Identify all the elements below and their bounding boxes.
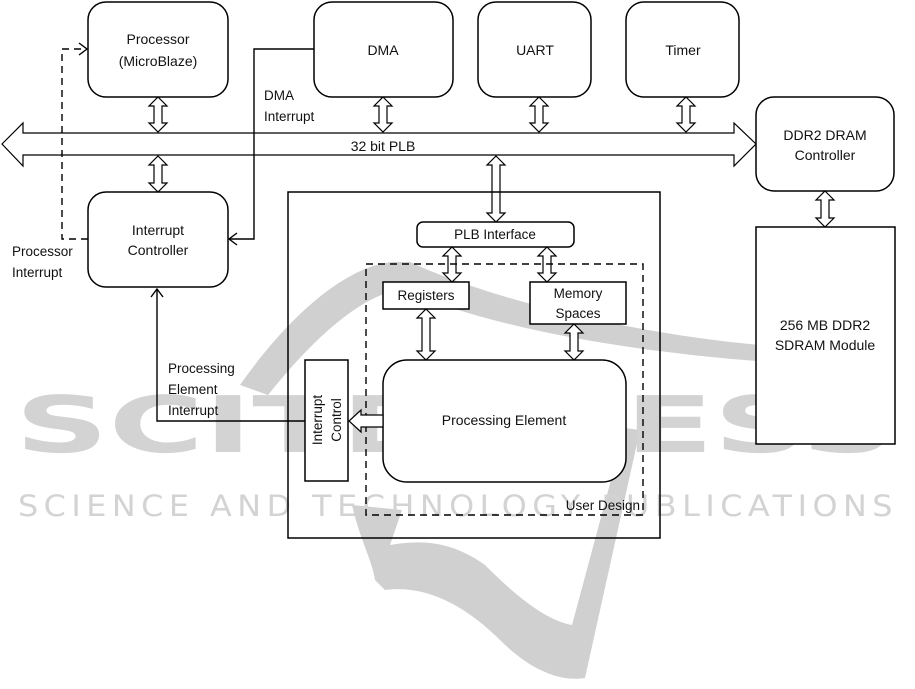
- registers-to-pe-connector: [415, 308, 437, 361]
- dma-interrupt-signal: DMA Interrupt: [227, 48, 315, 246]
- processor-interrupt-wire: [61, 48, 88, 240]
- memory-spaces-label-line1: Memory: [554, 286, 603, 301]
- ddr2-controller-label-line1: DDR2 DRAM: [783, 127, 866, 143]
- plb-interface-bus-connector: [485, 155, 507, 223]
- plb-bus: 32 bit PLB: [1, 121, 757, 168]
- watermark-swoosh-lower: [352, 428, 640, 679]
- ddr2-controller-label-line2: Controller: [795, 147, 856, 163]
- plb-bus-label: 32 bit PLB: [351, 138, 416, 154]
- user-design-region[interactable]: User Design: [365, 263, 644, 516]
- bus-connectors: [147, 96, 836, 361]
- uart-label: UART: [516, 42, 554, 58]
- memory-spaces-block[interactable]: Memory Spaces: [529, 281, 627, 325]
- sdram-module-label-line2: SDRAM Module: [775, 337, 876, 353]
- processor-block[interactable]: Processor (MicroBlaze): [87, 1, 229, 98]
- pe-interrupt-label-line1: Processing: [168, 361, 235, 376]
- pe-interrupt-signal: Processing Element Interrupt: [150, 287, 305, 422]
- registers-block[interactable]: Registers: [382, 281, 470, 310]
- dma-interrupt-arrowhead: [227, 232, 238, 246]
- ddr2-controller-block[interactable]: DDR2 DRAM Controller: [755, 96, 895, 192]
- registers-label: Registers: [397, 288, 454, 303]
- timer-label: Timer: [665, 42, 701, 58]
- sdram-module-label-line1: 256 MB DDR2: [780, 317, 870, 333]
- interrupt-controller-bus-connector: [147, 155, 169, 193]
- dma-interrupt-wire: [229, 48, 314, 240]
- interrupt-controller-label-line2: Controller: [128, 242, 189, 258]
- uart-bus-connector: [528, 96, 550, 133]
- processor-label-line1: Processor: [126, 31, 189, 47]
- dma-block[interactable]: DMA: [313, 1, 454, 98]
- processor-label-line2: (MicroBlaze): [119, 53, 198, 69]
- watermark-swoosh-upper: [240, 261, 770, 395]
- sdram-module-block[interactable]: 256 MB DDR2 SDRAM Module: [755, 226, 896, 445]
- pe-interrupt-label-line2: Element: [168, 382, 218, 397]
- dma-label: DMA: [367, 42, 399, 58]
- plb-interface-block[interactable]: PLB Interface: [416, 221, 575, 248]
- processor-interrupt-signal: Processor Interrupt: [12, 42, 89, 280]
- interrupt-control-label-line2: Control: [329, 398, 344, 442]
- timer-block[interactable]: Timer: [625, 1, 740, 98]
- processing-element-block[interactable]: Processing Element: [382, 359, 627, 483]
- custom-peripheral-enclosure: [287, 191, 661, 539]
- dma-interrupt-label-line1: DMA: [264, 88, 294, 103]
- interrupt-controller-label-line1: Interrupt: [132, 222, 184, 238]
- pe-interrupt-label-line3: Interrupt: [168, 403, 219, 418]
- plb-interface-label: PLB Interface: [454, 227, 536, 242]
- dma-bus-connector: [372, 96, 394, 133]
- memory-spaces-label-line2: Spaces: [555, 306, 600, 321]
- pe-to-interrupt-control-arrow: [348, 408, 384, 434]
- uart-block[interactable]: UART: [477, 1, 592, 98]
- processor-interrupt-label-line2: Interrupt: [12, 265, 63, 280]
- user-design-label: User Design: [566, 498, 640, 513]
- pe-interrupt-wire: [156, 289, 305, 422]
- interrupt-controller-block[interactable]: Interrupt Controller: [87, 191, 229, 288]
- dma-interrupt-label-line2: Interrupt: [264, 109, 315, 124]
- processor-interrupt-label-line1: Processor: [12, 244, 73, 259]
- processing-element-label: Processing Element: [442, 412, 567, 428]
- ddr2-sdram-connector: [814, 190, 836, 228]
- interrupt-control-block[interactable]: Interrupt Control: [304, 359, 349, 482]
- processor-bus-connector: [147, 96, 169, 133]
- watermark-subtitle: SCIENCE AND TECHNOLOGY PUBLICATIONS: [18, 489, 898, 523]
- interrupt-control-label-line1: Interrupt: [310, 395, 325, 446]
- pe-interrupt-arrowhead: [150, 287, 164, 298]
- processor-interrupt-arrowhead: [78, 42, 89, 56]
- timer-bus-connector: [675, 96, 697, 133]
